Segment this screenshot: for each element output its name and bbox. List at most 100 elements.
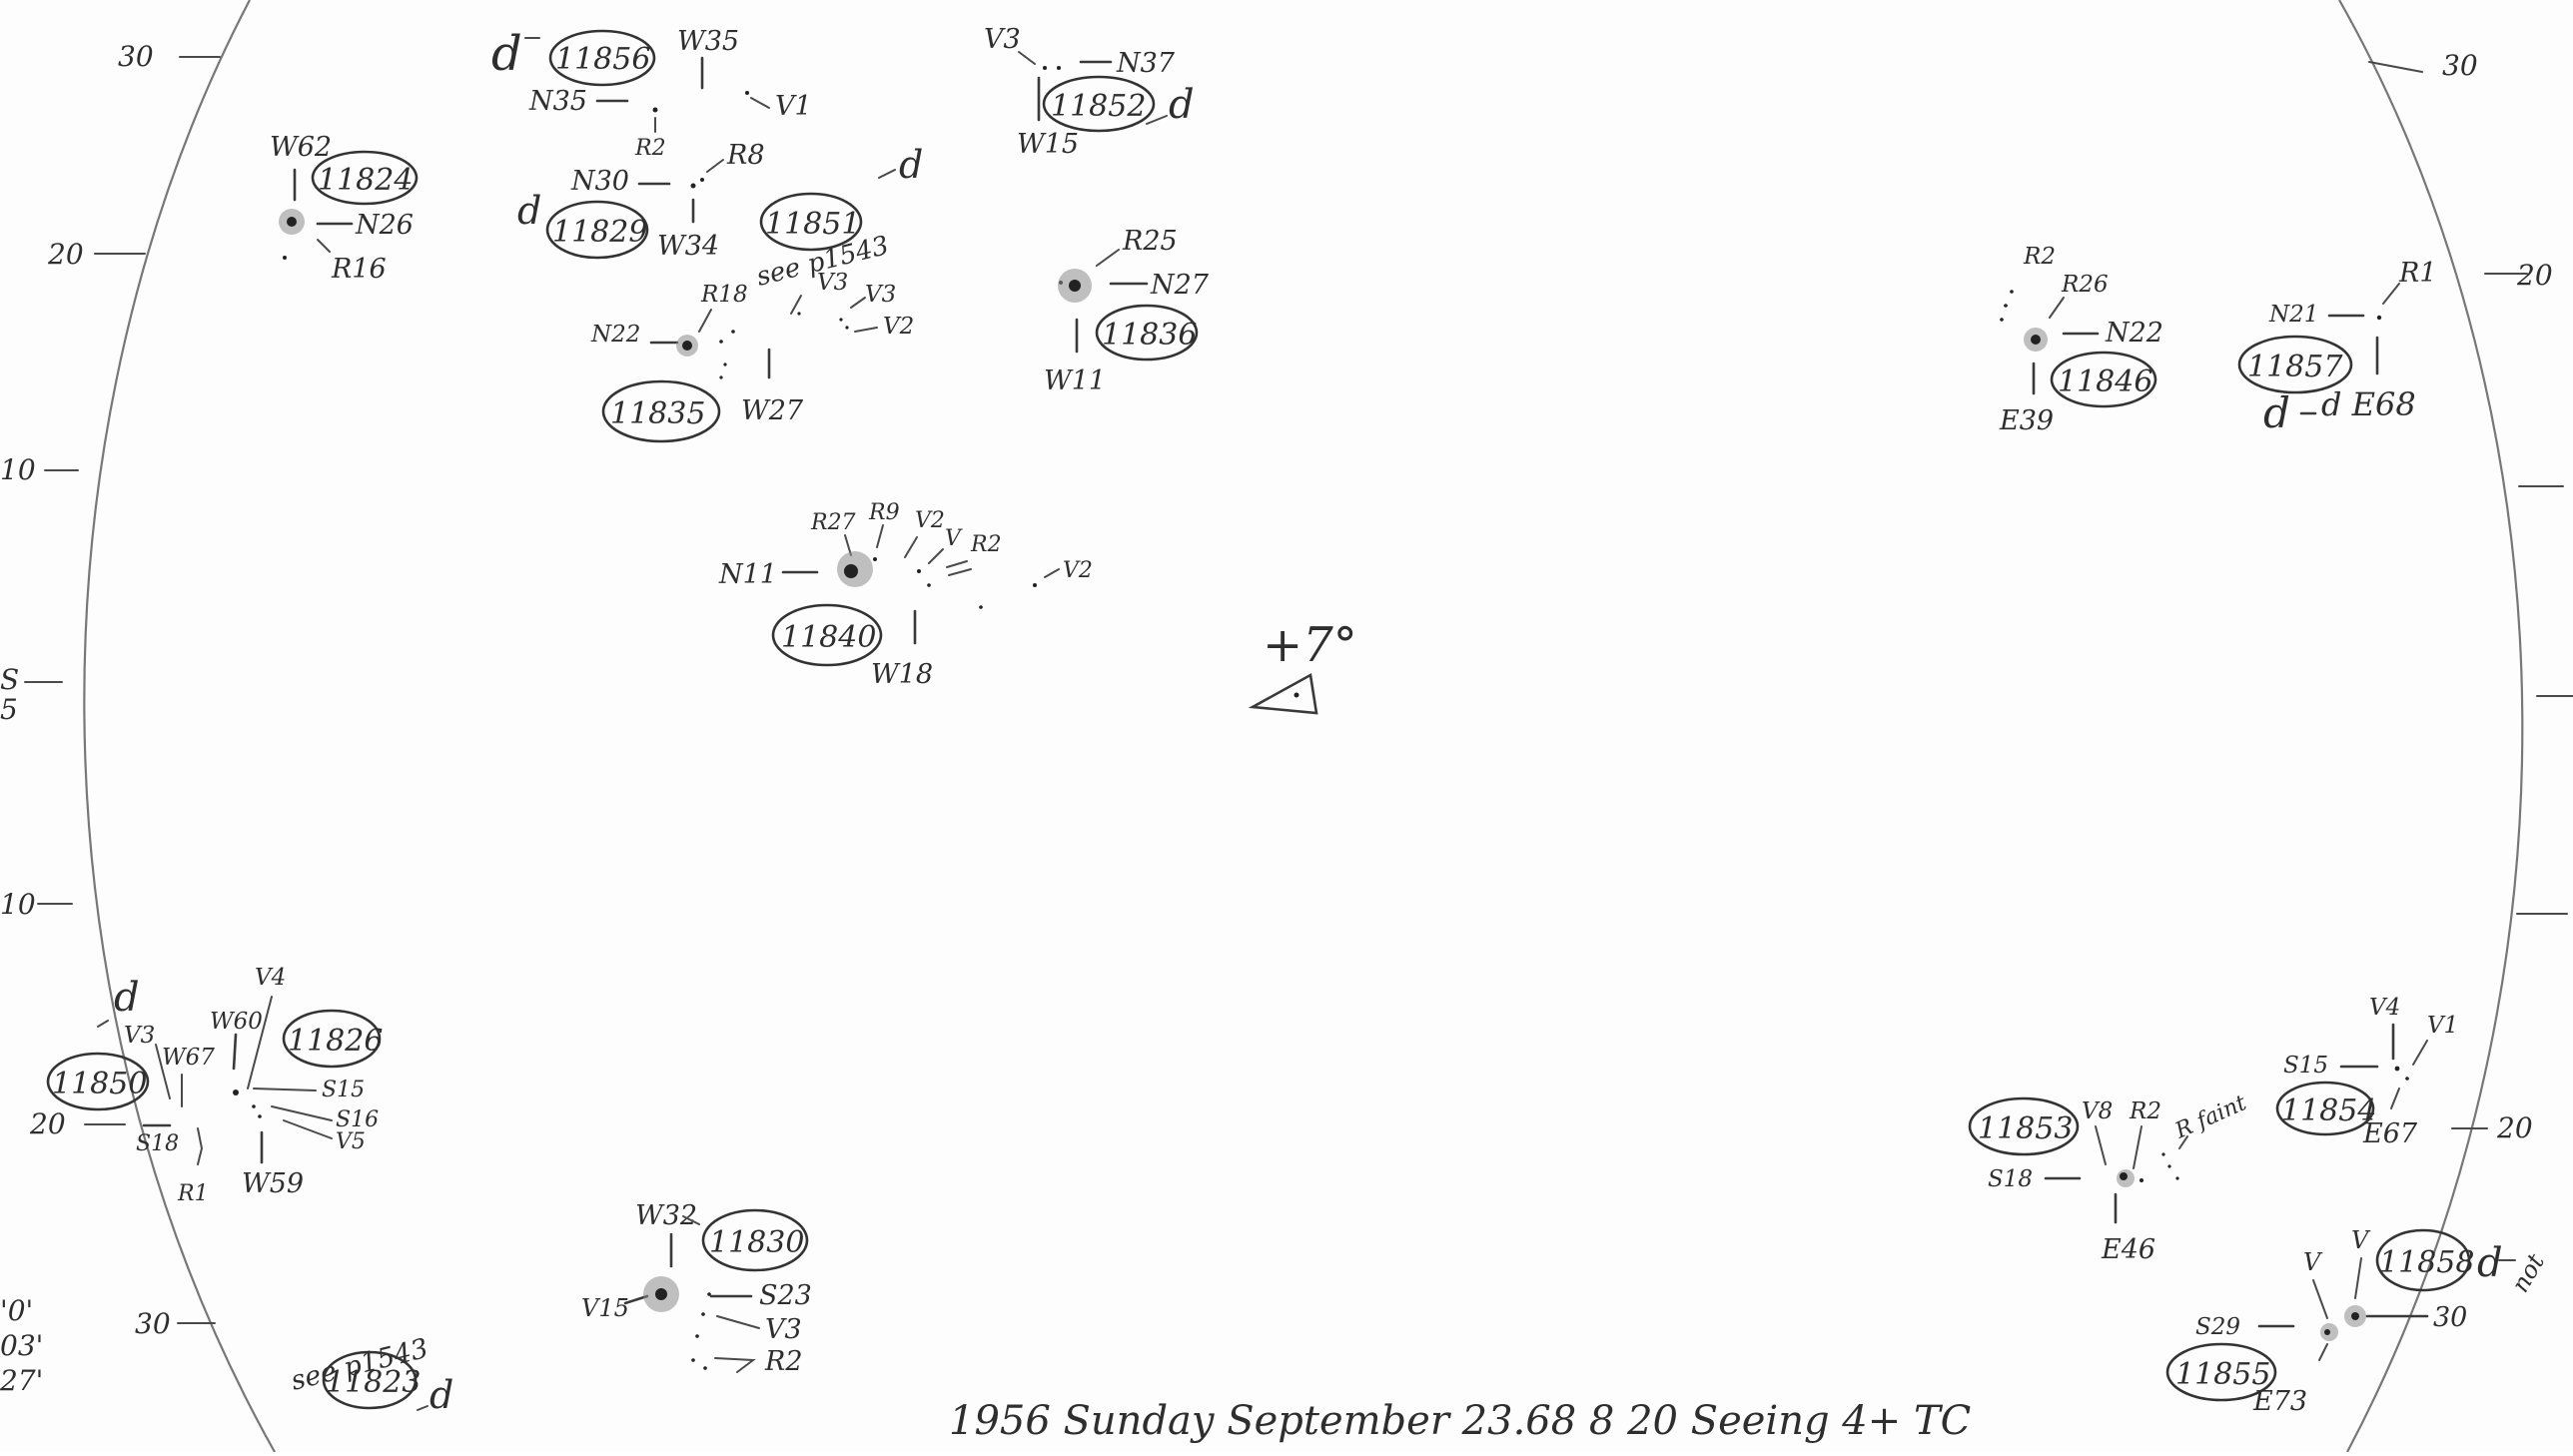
region-11846: R2 R26 N22 11846 E39 — [1999, 244, 2163, 436]
region-number: 11846 — [2058, 364, 2152, 399]
region-11850: d V3 W67 11850 S18 R1 — [46, 975, 215, 1206]
region-11823: see p1543 11823 d — [288, 1333, 453, 1417]
region-label: not — [2506, 1248, 2550, 1297]
region-label: W32 — [635, 1200, 697, 1231]
region-label: V5 — [336, 1129, 366, 1154]
region-label: E73 — [2252, 1386, 2307, 1417]
region-label: N37 — [1116, 48, 1176, 79]
center-marker: +7° — [1248, 617, 1357, 715]
region-label: W34 — [657, 231, 719, 262]
region-label: d E68 — [2321, 385, 2416, 423]
region-label: V1 — [2427, 1013, 2458, 1039]
region-number: 11836 — [1102, 318, 1197, 353]
region-number: 11858 — [2379, 1245, 2474, 1280]
region-label: R9 — [868, 500, 900, 525]
region-label: S23 — [759, 1280, 812, 1311]
scale-label: 30 — [118, 40, 154, 73]
region-11824: W62 11824 N26 R16 — [270, 132, 419, 285]
region-label: R faint — [2170, 1091, 2250, 1144]
region-label: R26 — [2061, 272, 2109, 298]
region-label: V3 — [984, 24, 1021, 55]
scale-label: 20 — [29, 1107, 66, 1140]
region-number: 11852 — [1051, 89, 1146, 124]
region-label: R1 — [2398, 258, 2437, 289]
scale-label: 20 — [2516, 259, 2553, 292]
region-label: W27 — [741, 395, 804, 426]
region-11858: V V 11858 d not — [2303, 1226, 2550, 1319]
region-label: V — [2351, 1226, 2371, 1254]
region-label: d — [491, 26, 522, 82]
region-label: N26 — [355, 210, 414, 241]
region-label: E39 — [1999, 405, 2054, 436]
region-number: 11826 — [288, 1024, 383, 1059]
region-11829: N30 R8 d 11829 W34 — [517, 140, 765, 262]
region-11830: W32 11830 V15 S23 V3 R2 — [581, 1200, 812, 1377]
region-label: W60 — [210, 1009, 263, 1035]
region-label: N22 — [2105, 318, 2163, 349]
region-label: N35 — [528, 86, 587, 117]
region-label: S16 — [336, 1107, 379, 1132]
margin-notes-left: S 5 '0' 03' 27' — [0, 663, 43, 1397]
margin-fragment: '0' — [0, 1294, 33, 1327]
region-label: R2 — [2023, 244, 2056, 270]
region-label: N27 — [1150, 270, 1210, 301]
region-11840: R27 R9 V2 V R2 N11 V2 11840 W18 — [718, 500, 1093, 690]
region-number: 11856 — [555, 42, 650, 77]
region-label: R18 — [700, 282, 748, 308]
region-number: 11830 — [709, 1225, 804, 1260]
region-number: 11824 — [318, 163, 413, 198]
region-11857: N21 R1 11857 d d E68 — [2237, 258, 2437, 437]
region-label: N11 — [718, 559, 777, 590]
region-label: d — [2263, 388, 2290, 437]
scale-label: 20 — [47, 238, 84, 271]
margin-fragment: 03' — [0, 1329, 43, 1362]
region-label: d — [1169, 82, 1195, 128]
region-label: S15 — [2283, 1053, 2328, 1079]
region-11855: S29 30 11855 E73 — [2165, 1302, 2467, 1417]
region-11854: V4 V1 S15 11854 E67 — [2275, 995, 2458, 1149]
region-label: V3 — [765, 1314, 802, 1345]
region-label: d — [517, 189, 541, 233]
region-label: V2 — [883, 314, 914, 340]
region-label: S18 — [1988, 1166, 2033, 1192]
scale-label: 30 — [2442, 49, 2478, 82]
region-label: V2 — [915, 508, 945, 533]
region-label: V3 — [817, 270, 848, 296]
region-label: R2 — [2129, 1098, 2161, 1124]
region-label: d — [114, 975, 140, 1021]
region-label: V — [2303, 1248, 2323, 1276]
region-number: 11853 — [1978, 1111, 2073, 1146]
region-11835: R18 N22 V3 V3 V2 11835 W27 — [590, 270, 914, 443]
region-label: W35 — [677, 26, 739, 57]
region-11852: V3 N37 11852 d W15 — [984, 24, 1195, 160]
region-label: E46 — [2101, 1234, 2155, 1265]
region-label: V — [945, 526, 963, 551]
scale-label: 30 — [135, 1307, 171, 1340]
region-label: R1 — [177, 1181, 209, 1206]
center-angle-label: +7° — [1263, 617, 1357, 673]
latitude-scale-left: 30 20 10 10 20 30 — [0, 40, 221, 1340]
region-number: 11855 — [2175, 1357, 2270, 1392]
region-label: R2 — [764, 1346, 803, 1377]
region-label: V1 — [775, 91, 812, 122]
region-label: W11 — [1044, 365, 1106, 396]
region-number: 11835 — [610, 396, 705, 431]
region-label: R2 — [970, 532, 1002, 557]
region-label: R25 — [1122, 226, 1178, 257]
margin-fragment: 27' — [0, 1364, 43, 1397]
observation-caption: 1956 Sunday September 23.68 8 20 Seeing … — [949, 1398, 1971, 1444]
region-label: d — [2477, 1240, 2503, 1286]
region-11856: d 11856 W35 N35 V1 R2 — [491, 26, 812, 161]
region-number: 11857 — [2247, 350, 2343, 384]
region-label: N30 — [570, 166, 629, 197]
solar-limb-right — [2338, 0, 2524, 1453]
region-11836: R25 N27 11836 W11 — [1044, 226, 1210, 396]
orientation-triangle-icon — [1248, 672, 1318, 715]
scale-label: 10 — [0, 888, 36, 921]
region-label: R8 — [726, 140, 765, 171]
region-number: 11850 — [52, 1067, 147, 1101]
margin-fragment: 5 — [0, 693, 18, 726]
region-label: V3 — [865, 282, 896, 308]
solar-limb-left — [83, 0, 276, 1453]
